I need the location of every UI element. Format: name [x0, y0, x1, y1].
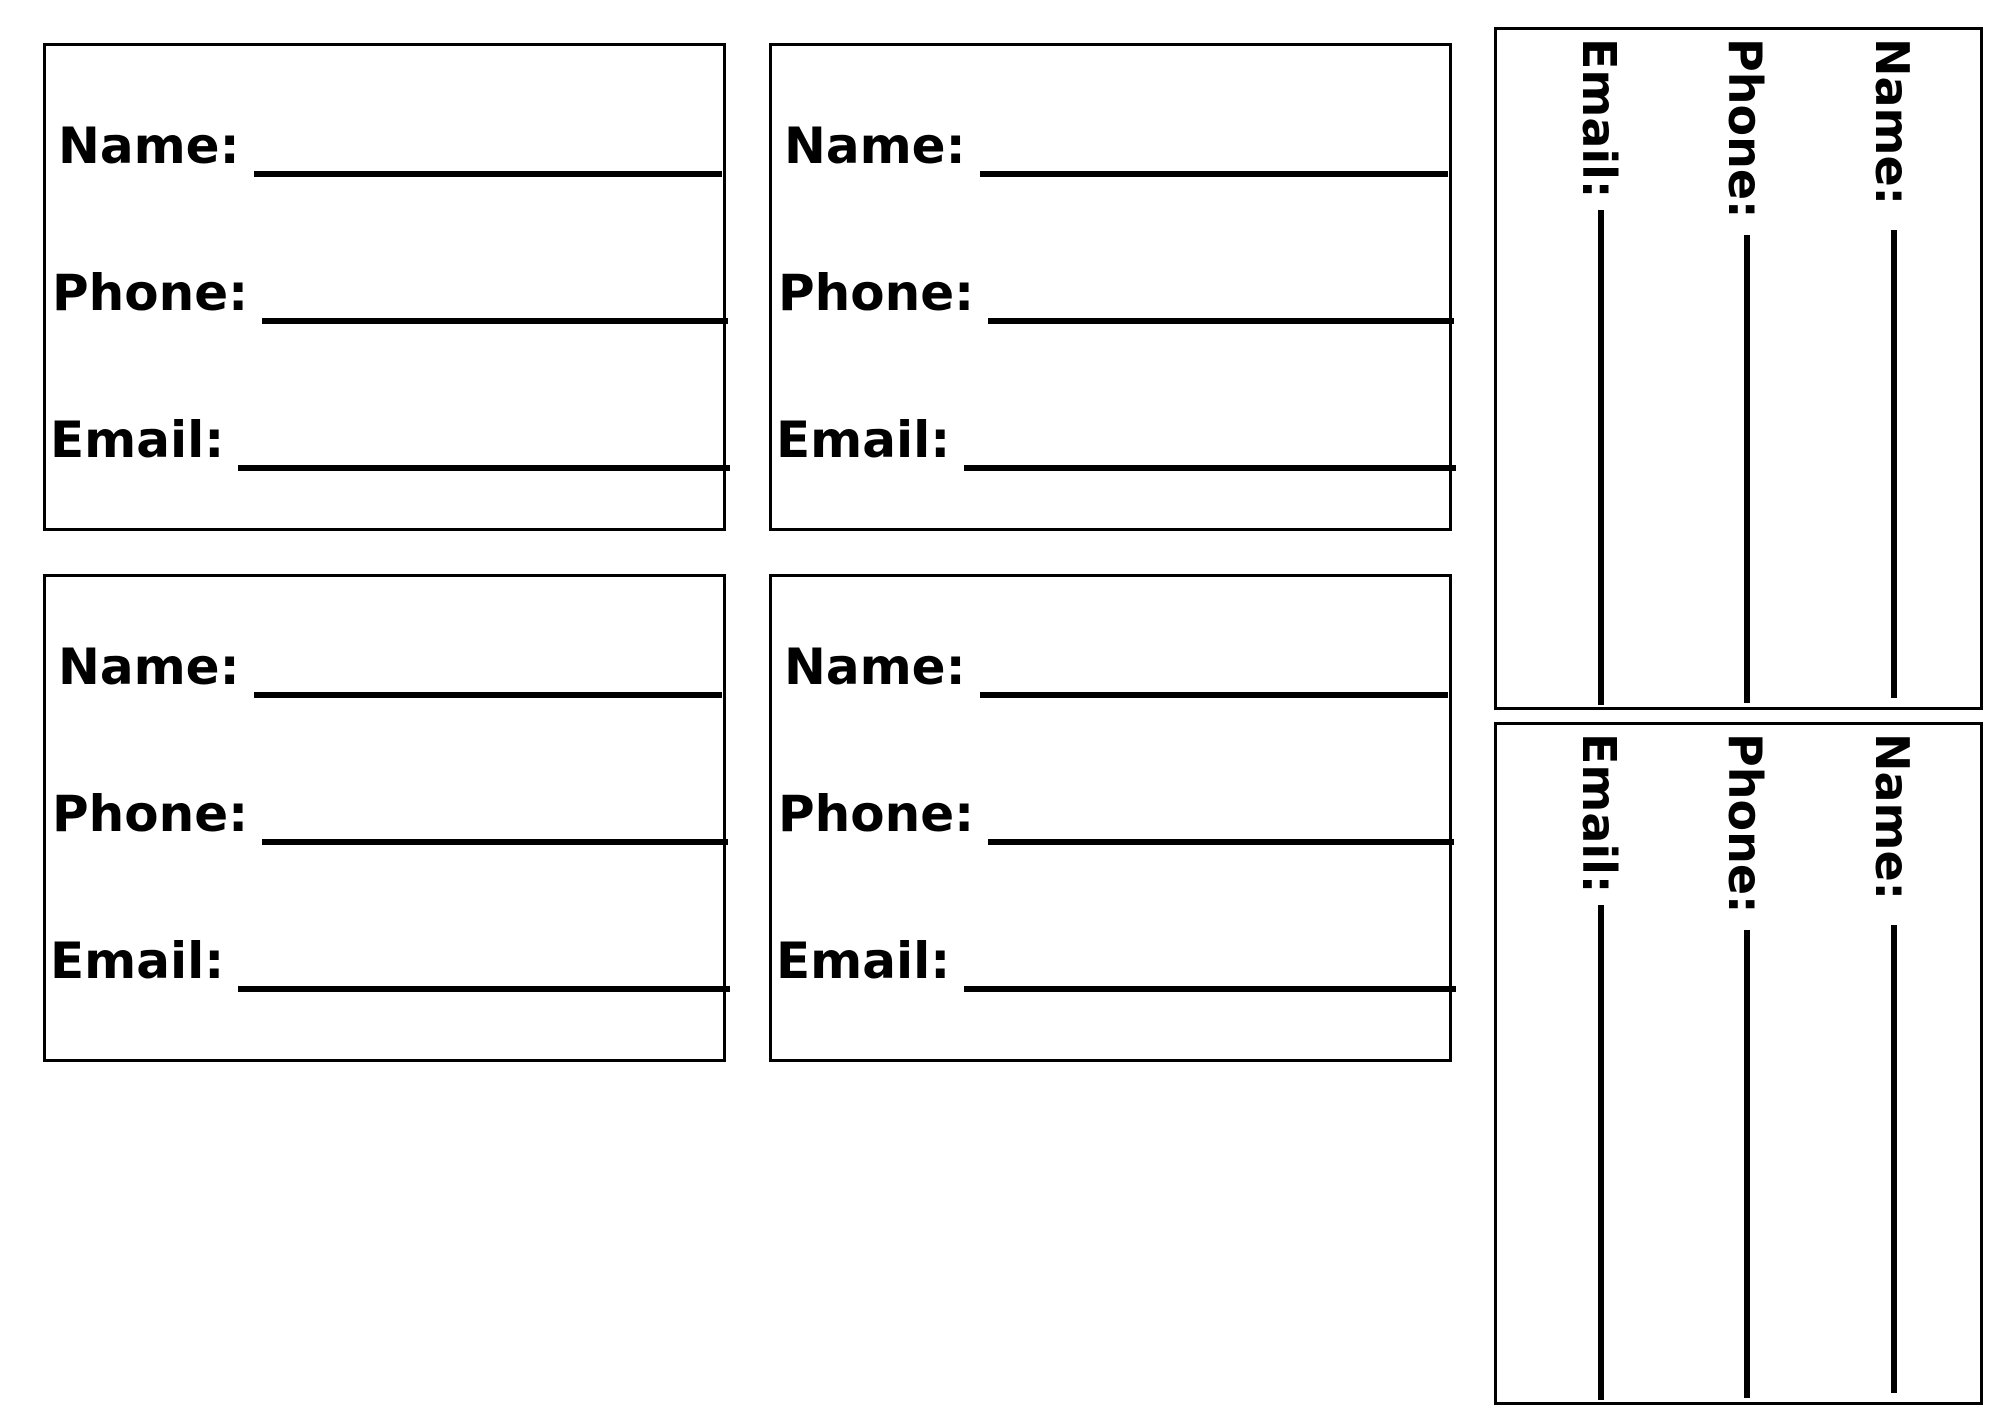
email-field-vertical: Email: — [1572, 30, 1626, 707]
phone-field-vertical: Phone: — [1718, 725, 1772, 1402]
email-field-vertical: Email: — [1572, 725, 1626, 1402]
phone-row: Phone: — [778, 785, 1455, 845]
email-label: Email: — [776, 411, 951, 469]
phone-label: Phone: — [1718, 38, 1772, 219]
email-row: Email: — [776, 411, 1457, 471]
email-blank-line[interactable] — [1598, 210, 1604, 705]
email-row: Email: — [50, 411, 731, 471]
contact-card-vertical-2: Email: Phone: Name: — [1494, 722, 1983, 1405]
phone-blank-line[interactable] — [988, 318, 1455, 324]
email-label: Email: — [50, 932, 225, 990]
phone-row: Phone: — [52, 264, 729, 324]
contact-card-1: Name: Phone: Email: — [43, 43, 731, 531]
name-blank-line[interactable] — [1891, 925, 1897, 1393]
email-label: Email: — [1572, 38, 1626, 199]
phone-label: Phone: — [778, 785, 975, 843]
name-label: Name: — [1865, 38, 1919, 206]
contact-card-2: Name: Phone: Email: — [769, 43, 1457, 531]
name-blank-line[interactable] — [1891, 230, 1897, 698]
contact-card-3: Name: Phone: Email: — [43, 574, 731, 1062]
contact-card-vertical-1: Email: Phone: Name: — [1494, 27, 1983, 710]
name-blank-line[interactable] — [979, 692, 1448, 698]
email-blank-line[interactable] — [1598, 905, 1604, 1400]
contact-card-4: Name: Phone: Email: — [769, 574, 1457, 1062]
email-blank-line[interactable] — [964, 465, 1457, 471]
phone-blank-line[interactable] — [262, 318, 729, 324]
phone-label: Phone: — [1718, 733, 1772, 914]
name-row: Name: — [784, 638, 1448, 698]
name-label: Name: — [784, 117, 966, 175]
email-label: Email: — [50, 411, 225, 469]
name-label: Name: — [1865, 733, 1919, 901]
name-label: Name: — [58, 638, 240, 696]
phone-label: Phone: — [52, 264, 249, 322]
phone-label: Phone: — [52, 785, 249, 843]
phone-blank-line[interactable] — [988, 839, 1455, 845]
email-blank-line[interactable] — [238, 465, 731, 471]
name-blank-line[interactable] — [979, 171, 1448, 177]
phone-row: Phone: — [778, 264, 1455, 324]
phone-blank-line[interactable] — [1744, 930, 1750, 1398]
email-blank-line[interactable] — [964, 986, 1457, 992]
name-row: Name: — [58, 117, 722, 177]
email-label: Email: — [1572, 733, 1626, 894]
name-label: Name: — [784, 638, 966, 696]
name-field-vertical: Name: — [1865, 725, 1919, 1402]
email-label: Email: — [776, 932, 951, 990]
phone-label: Phone: — [778, 264, 975, 322]
phone-field-vertical: Phone: — [1718, 30, 1772, 707]
phone-row: Phone: — [52, 785, 729, 845]
name-field-vertical: Name: — [1865, 30, 1919, 707]
name-label: Name: — [58, 117, 240, 175]
email-row: Email: — [50, 932, 731, 992]
email-row: Email: — [776, 932, 1457, 992]
name-row: Name: — [784, 117, 1448, 177]
phone-blank-line[interactable] — [262, 839, 729, 845]
name-row: Name: — [58, 638, 722, 698]
name-blank-line[interactable] — [253, 171, 722, 177]
name-blank-line[interactable] — [253, 692, 722, 698]
phone-blank-line[interactable] — [1744, 235, 1750, 703]
email-blank-line[interactable] — [238, 986, 731, 992]
